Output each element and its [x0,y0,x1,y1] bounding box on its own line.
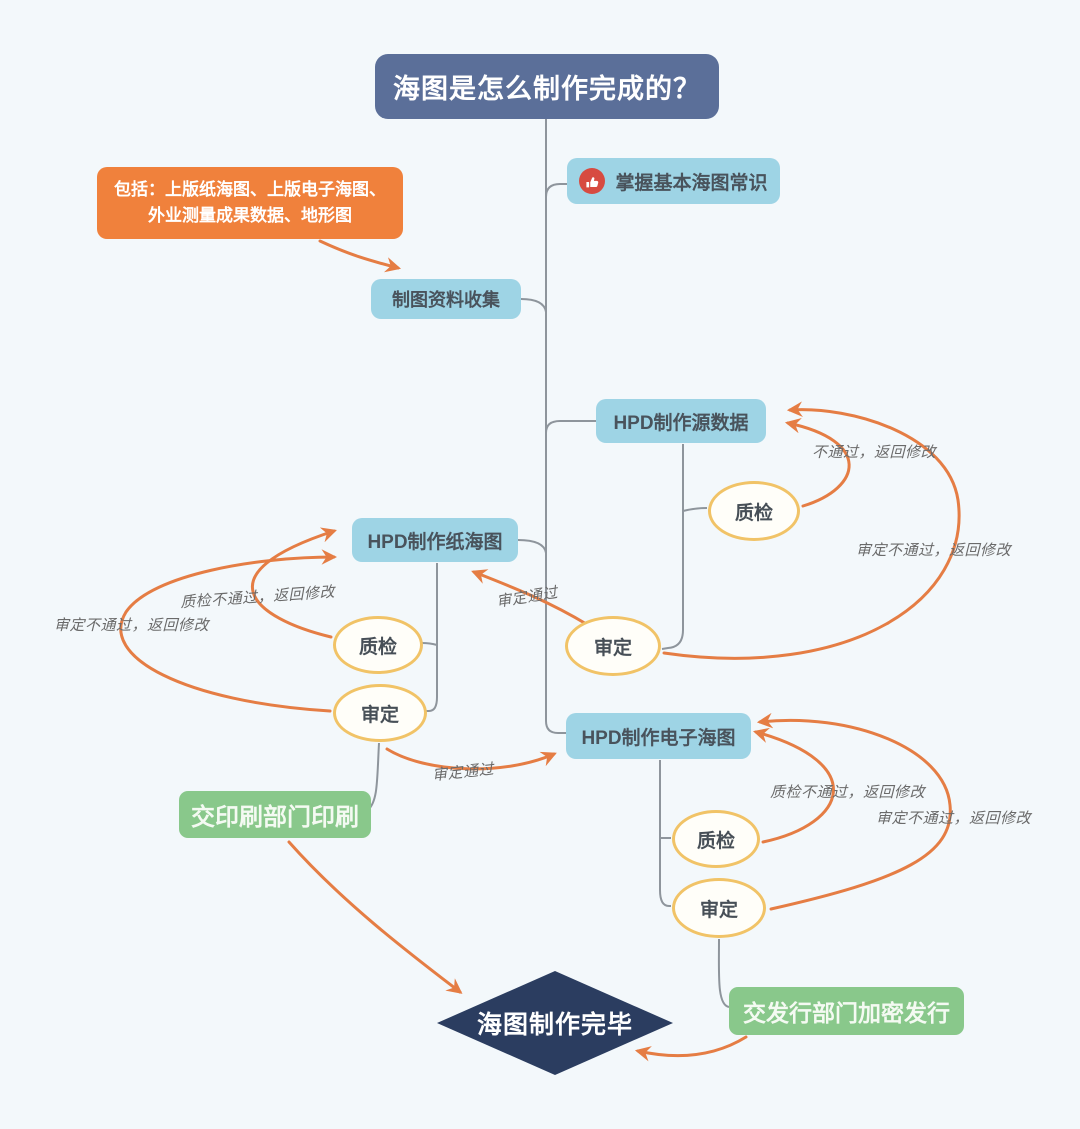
collect-node[interactable]: 制图资料收集 [371,279,521,319]
source-qc-fail-label: 不通过，返回修改 [812,444,937,461]
electronic-review-to-publish-line [717,938,730,1008]
print-to-done-arrow [287,840,463,994]
paper-qc-node[interactable]: 质检 [333,616,423,674]
paper-review-pass-arrow [385,747,557,771]
done-diamond-shape[interactable] [437,971,673,1075]
paper-review-fail-label: 审定不通过，返回修改 [54,617,210,634]
publish-node[interactable]: 交发行部门加密发行 [729,987,964,1035]
electronic-review-node[interactable]: 审定 [672,878,766,938]
source-qc-fail-arrow [784,417,851,508]
thumbs-up-icon [579,168,606,194]
branch-knowledge-line [545,183,567,198]
knowledge-node[interactable]: 掌握基本海图常识 [567,158,780,204]
electronic-qc-label: 质检 [696,830,735,852]
source-qc-twig [682,507,708,512]
source-review-fail-label: 审定不通过，返回修改 [856,542,1012,559]
spine-line [545,119,566,734]
source-review-node[interactable]: 审定 [565,616,661,676]
branch-paper-line [517,539,547,554]
electronic-qc-fail-arrow [752,727,835,844]
electronic-review-fail-arrow [756,712,952,911]
branch-source-line [545,420,596,434]
branch-collect-line [520,298,547,313]
paper-review-label: 审定 [360,704,399,726]
electronic-children-line [659,760,671,907]
paper-node[interactable]: HPD制作纸海图 [352,518,518,562]
paper-review-node[interactable]: 审定 [333,684,427,742]
paper-qc-label: 质检 [358,636,397,658]
paper-qc-twig [421,642,438,646]
paper-children-line [425,563,438,712]
paper-label: HPD制作纸海图 [367,531,503,553]
publish-to-done-arrow [634,1035,748,1062]
note-line1: 包括：上版纸海图、上版电子海图、 [114,179,386,199]
electronic-node[interactable]: HPD制作电子海图 [566,713,751,759]
paper-review-fail-arrow [119,549,338,713]
note-line2: 外业测量成果数据、地形图 [148,206,352,225]
source-review-label: 审定 [593,637,632,659]
source-qc-label: 质检 [734,502,773,524]
print-label: 交印刷部门印刷 [191,804,359,831]
print-node[interactable]: 交印刷部门印刷 [179,791,371,838]
electronic-review-fail-label: 审定不通过，返回修改 [876,810,1032,827]
electronic-label: HPD制作电子海图 [581,727,736,749]
source-review-pass-arrow [471,569,590,627]
root-title-label: 海图是怎么制作完成的？ [393,74,701,104]
source-node[interactable]: HPD制作源数据 [596,399,766,443]
note-node[interactable]: 包括：上版纸海图、上版电子海图、 外业测量成果数据、地形图 [97,167,403,239]
collect-label: 制图资料收集 [392,290,500,310]
source-label: HPD制作源数据 [613,412,749,434]
source-children-line [661,444,684,650]
done-label: 海图制作完毕 [476,1011,633,1039]
electronic-qc-fail-label: 质检不通过，返回修改 [770,784,926,801]
note-to-collect-arrow [318,239,402,273]
source-review-fail-arrow [662,401,961,660]
source-qc-node[interactable]: 质检 [708,481,800,541]
electronic-qc-node[interactable]: 质检 [672,810,760,868]
knowledge-label: 掌握基本海图常识 [615,172,768,194]
done-node[interactable]: 海图制作完毕 [437,997,673,1049]
publish-label: 交发行部门加密发行 [743,1000,950,1026]
paper-qc-fail-arrow [251,527,337,639]
root-title-node[interactable]: 海图是怎么制作完成的？ [375,54,719,119]
electronic-review-label: 审定 [699,899,738,921]
